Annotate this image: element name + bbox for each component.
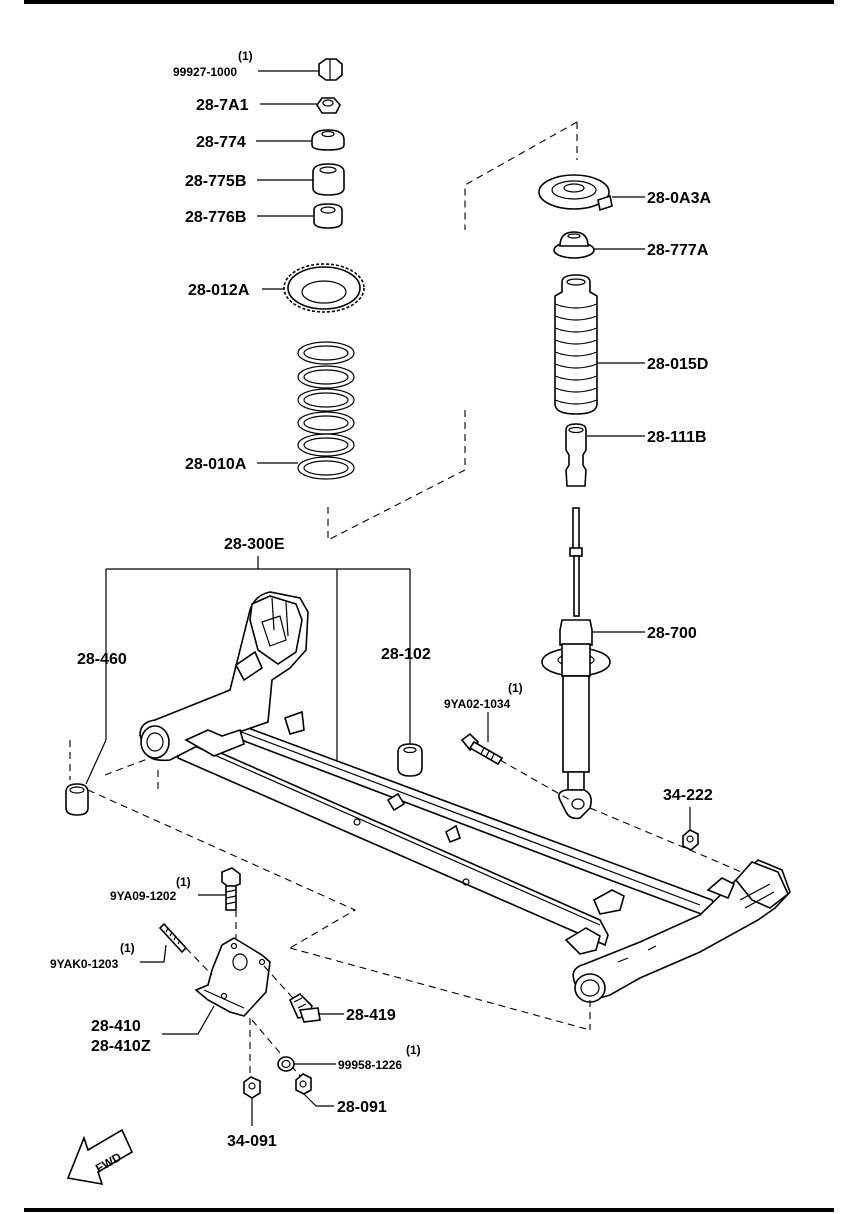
label-nut-top-qty: (1) bbox=[238, 49, 253, 63]
nut-top bbox=[318, 58, 343, 81]
leader-28-091 bbox=[303, 1093, 334, 1107]
nut-34-222 bbox=[682, 829, 699, 851]
label-28-010a: 28-010A bbox=[185, 456, 247, 473]
part-28-419 bbox=[288, 992, 321, 1023]
dash-left-bracket bbox=[87, 789, 357, 949]
dash-lower-diagonal bbox=[327, 410, 466, 541]
part-28-012a bbox=[283, 263, 365, 313]
label-34-091: 34-091 bbox=[227, 1133, 277, 1150]
label-28-776b: 28-776B bbox=[185, 209, 246, 226]
dash-bottom bbox=[289, 947, 591, 1031]
dash-bolt-shock bbox=[499, 759, 571, 801]
label-28-0a3a: 28-0A3A bbox=[647, 190, 711, 207]
label-99958-qty: (1) bbox=[406, 1043, 421, 1057]
label-28-700: 28-700 bbox=[647, 625, 697, 642]
dash-top-diagonal bbox=[464, 121, 578, 230]
label-28-777a: 28-777A bbox=[647, 242, 709, 259]
part-28-0a3a bbox=[538, 174, 613, 212]
label-28-111b: 28-111B bbox=[647, 429, 707, 446]
label-28-775b: 28-775B bbox=[185, 173, 246, 190]
dash-left-arm bbox=[104, 757, 151, 776]
part-28-460 bbox=[65, 783, 89, 816]
label-99958: 99958-1226 bbox=[338, 1058, 402, 1072]
washer-99958 bbox=[277, 1056, 295, 1072]
fwd-arrow-icon: FWD bbox=[66, 1128, 134, 1186]
part-28-7a1 bbox=[316, 97, 341, 114]
label-28-012a: 28-012A bbox=[188, 282, 250, 299]
label-28-015d: 28-015D bbox=[647, 356, 708, 373]
leader-9yak0 bbox=[140, 944, 167, 963]
part-28-700 bbox=[541, 507, 611, 820]
label-28-7a1: 28-7A1 bbox=[196, 97, 249, 114]
leader-28-460 bbox=[85, 739, 107, 785]
right-trailing-arm bbox=[564, 859, 791, 1000]
label-28-091: 28-091 bbox=[337, 1099, 387, 1116]
bolt-9ya02 bbox=[460, 732, 504, 766]
label-9ya02: 9YA02-1034 bbox=[444, 697, 511, 711]
left-trailing-arm bbox=[139, 591, 309, 762]
right-bushing-eye bbox=[574, 973, 606, 1003]
dash-28-091 bbox=[251, 1019, 303, 1079]
part-28-015d bbox=[554, 274, 598, 415]
label-nut-top: 99927-1000 bbox=[173, 65, 237, 79]
leader-28-410 bbox=[162, 1005, 215, 1035]
label-28-419: 28-419 bbox=[346, 1007, 396, 1024]
label-9ya02-qty: (1) bbox=[508, 681, 523, 695]
label-9ya09: 9YA09-1202 bbox=[110, 889, 177, 903]
left-bushing-eye bbox=[140, 725, 170, 759]
part-28-102 bbox=[397, 743, 423, 777]
part-28-777a bbox=[553, 231, 595, 259]
bolt-9yak0 bbox=[158, 922, 188, 954]
axle-beam bbox=[177, 710, 719, 947]
label-28-102: 28-102 bbox=[381, 646, 431, 663]
part-28-775b bbox=[312, 163, 345, 196]
label-28-300e: 28-300E bbox=[224, 536, 285, 553]
dash-shock-beam bbox=[589, 807, 761, 881]
label-28-774: 28-774 bbox=[196, 134, 246, 151]
part-28-774 bbox=[311, 129, 345, 151]
label-9yak0: 9YAK0-1203 bbox=[50, 957, 119, 971]
nut-34-091 bbox=[243, 1076, 261, 1099]
label-28-460: 28-460 bbox=[77, 651, 127, 668]
label-34-222: 34-222 bbox=[663, 787, 713, 804]
nut-28-091 bbox=[295, 1073, 312, 1095]
label-28-410: 28-410 bbox=[91, 1018, 141, 1035]
label-9ya09-qty: (1) bbox=[176, 875, 191, 889]
bolt-9ya09 bbox=[221, 867, 241, 911]
dash-9yak0 bbox=[185, 947, 213, 976]
label-28-410z: 28-410Z bbox=[91, 1038, 151, 1055]
dash-28-419 bbox=[263, 965, 301, 1007]
part-28-410 bbox=[194, 937, 271, 1017]
label-9yak0-qty: (1) bbox=[120, 941, 135, 955]
part-28-111b bbox=[565, 423, 587, 487]
part-28-776b bbox=[313, 203, 343, 229]
part-28-010a bbox=[297, 341, 355, 480]
